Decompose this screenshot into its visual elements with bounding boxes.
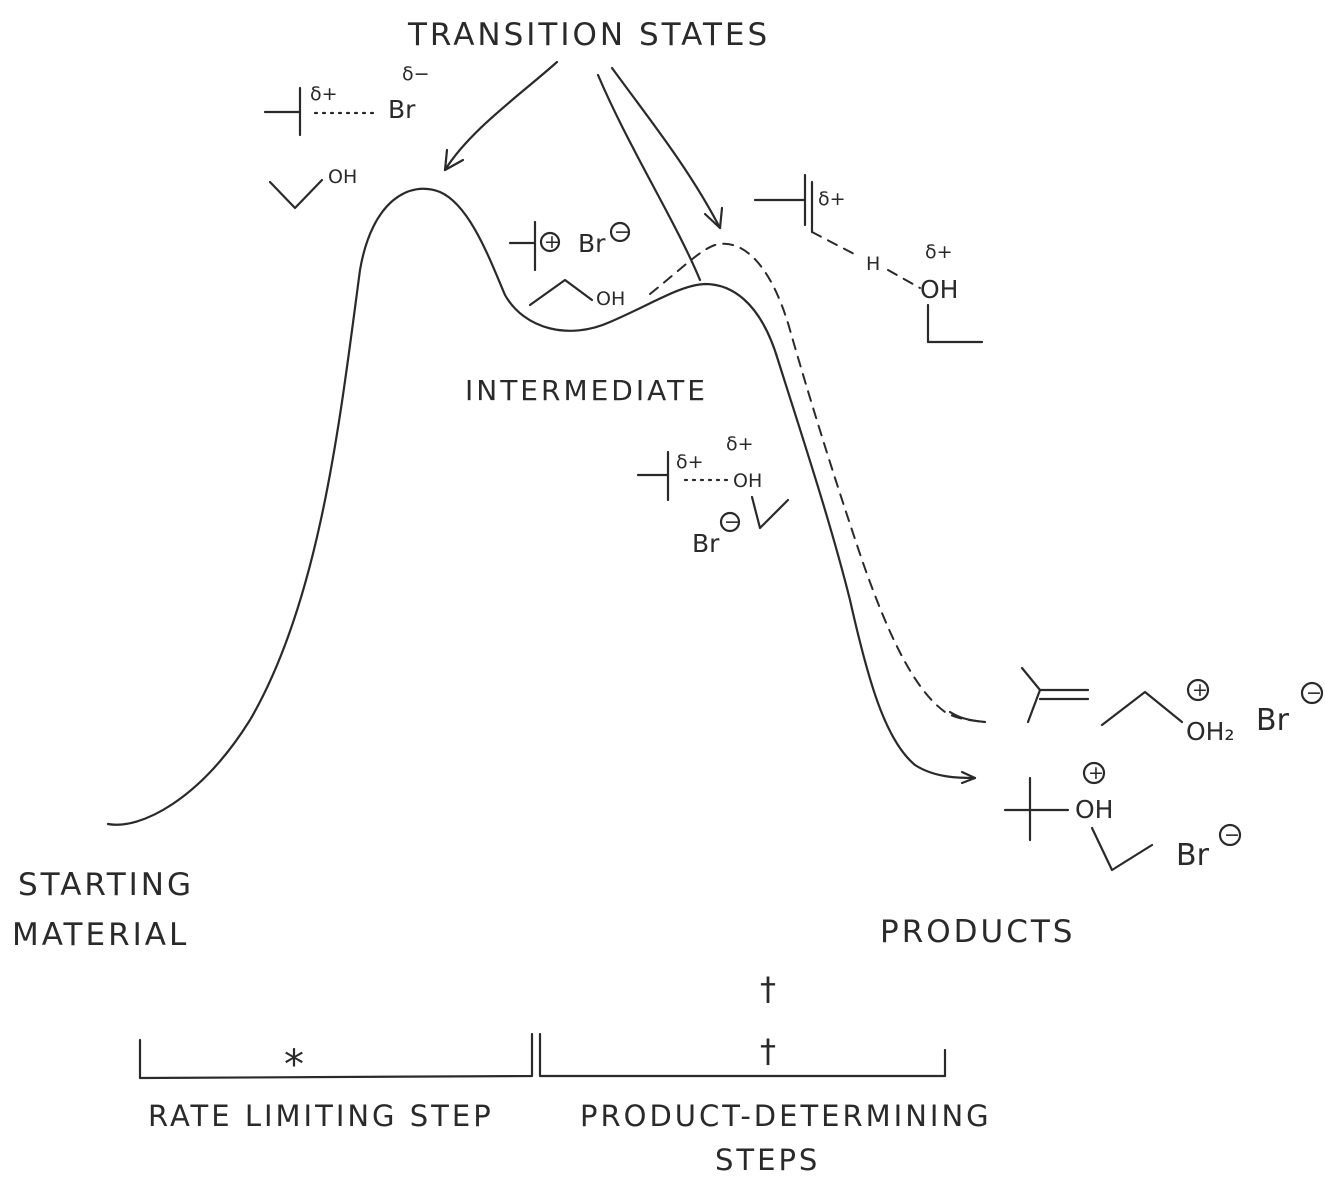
prod2-tertbutyl [1003,776,1070,842]
prod2-plus-circle [1082,761,1106,785]
asterisk-mark: * [284,1042,304,1088]
product-determining-line2: STEPS [715,1143,820,1177]
energy-curve-dashed-end [948,710,987,724]
ts1-delta-plus: δ+ [310,83,338,105]
ts2e-delta-plus: δ+ [818,188,846,210]
energy-curve-solid [106,187,977,826]
intermediate-label: INTERMEDIATE [465,374,708,407]
rate-limiting-label: RATE LIMITING STEP [148,1099,494,1133]
prod2-ethyl [1090,826,1154,872]
transition-states-label: TRANSITION STATES [407,17,770,53]
int-ethanol [528,278,594,307]
prod1-isobutylene [1020,666,1090,724]
int-tertbutyl [508,220,537,272]
starting-material-line1: STARTING [18,867,194,903]
prod1-minus: − [1306,682,1322,704]
ts2s-delta-plus-2: δ+ [726,433,754,455]
ts2s-ethyl [750,495,790,530]
ts2s-oh: OH [733,470,762,492]
ts1-tertbutyl [263,86,302,137]
prod2-minus-circle [1218,823,1242,847]
ts2e-oh: OH [920,275,958,304]
int-plus-circle [539,231,561,253]
ts2e-ho-partial [887,269,921,289]
ts2s-delta-plus: δ+ [676,451,704,473]
ts1-oh: OH [328,166,357,188]
ts2e-ch-partial [811,231,859,257]
ts2e-ethyl [926,303,984,344]
prod1-ethyl [1100,690,1184,727]
prod1-plus-circle [1186,678,1210,702]
step-bracket [138,1032,947,1080]
int-br: Br [578,229,606,258]
starting-material-line2: MATERIAL [12,917,189,953]
prod1-oh2: OH₂ [1186,717,1235,746]
arrow-to-ts2-b [610,66,722,230]
prod1-minus-circle [1300,681,1324,705]
arrow-to-ts1-head [443,148,465,172]
ts2e-h: H [866,253,880,275]
ts2s-br: Br [692,529,720,558]
prod1-br: Br [1256,703,1290,738]
prod2-plus: + [1088,762,1104,784]
dagger-mark-1: † [760,970,776,1008]
int-oh: OH [596,288,625,310]
int-minus: − [614,221,630,243]
ts1-delta-minus: δ− [402,63,430,85]
arrow-to-ts2-a [596,73,702,282]
ts1-ethanol [268,178,324,210]
products-label: PRODUCTS [880,914,1075,950]
ts2e-tertbutyl [753,173,807,227]
ts2e-delta-plus-2: δ+ [925,241,953,263]
prod2-minus: − [1224,824,1240,846]
int-plus: + [544,231,560,253]
product-determining-line1: PRODUCT-DETERMINING [580,1099,992,1133]
ts2s-minus: − [724,511,740,533]
dagger-mark-2: † [760,1032,776,1070]
ts2s-tertbutyl [636,450,670,502]
energy-curve-solid-arrowhead [960,770,977,785]
ts2s-minus-circle [719,511,741,533]
ts1-br: Br [388,95,416,124]
prod2-oh: OH [1075,795,1113,824]
prod2-br: Br [1176,838,1210,873]
arrow-to-ts1 [443,60,559,172]
arrow-to-ts2-head [703,206,724,230]
energy-curve-dashed [649,242,986,723]
int-minus-circle [609,221,631,243]
prod1-plus: + [1192,679,1208,701]
